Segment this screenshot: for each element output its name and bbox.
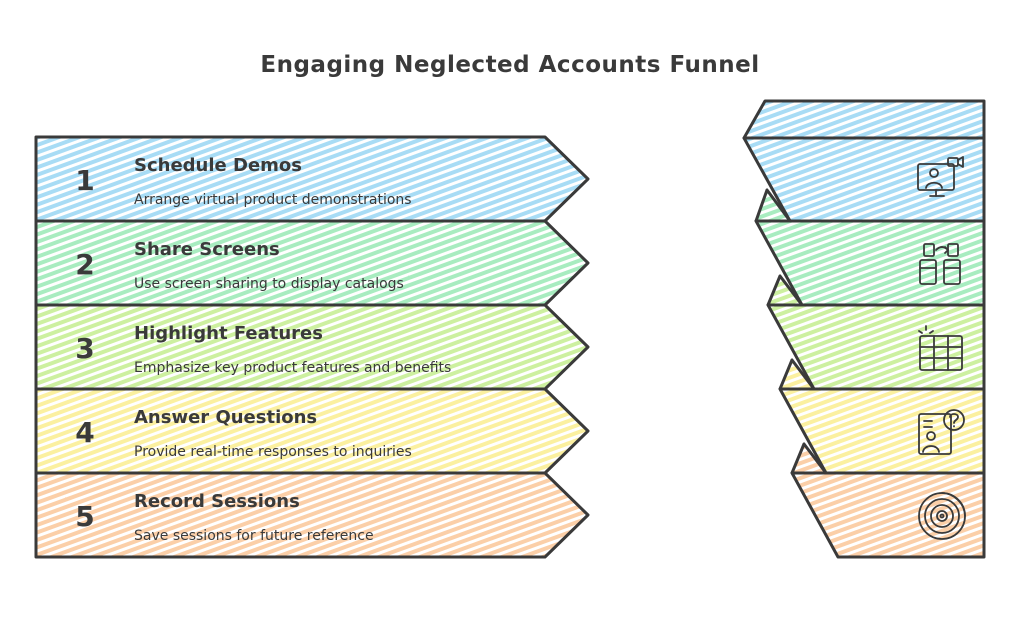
step-3-arrow: 3 Highlight Features Emphasize key produ… (34, 303, 590, 391)
step-1-description: Arrange virtual product demonstrations (134, 192, 412, 208)
funnel-side-view (742, 99, 986, 559)
step-1-fill (36, 137, 588, 221)
step-1-arrow: 1 Schedule Demos Arrange virtual product… (34, 135, 590, 223)
funnel-band-5 (792, 473, 984, 557)
funnel-band-1 (744, 138, 984, 221)
step-4-description: Provide real-time responses to inquiries (134, 444, 412, 460)
funnel-lid (744, 101, 984, 138)
step-2-description: Use screen sharing to display catalogs (134, 276, 404, 292)
step-2-fill (36, 221, 588, 305)
step-3-fill (36, 305, 588, 389)
step-1-number: 1 (75, 164, 94, 197)
step-3-heading: Highlight Features (134, 323, 323, 344)
funnel-band-4 (780, 389, 984, 473)
step-4-arrow: 4 Answer Questions Provide real-time res… (34, 387, 590, 475)
step-5-heading: Record Sessions (134, 491, 300, 512)
step-4-fill (36, 389, 588, 473)
step-3-number: 3 (75, 332, 94, 365)
step-5-arrow: 5 Record Sessions Save sessions for futu… (34, 471, 590, 559)
user-question-icon (918, 409, 965, 455)
record-disc-icon (918, 492, 966, 540)
step-2-number: 2 (75, 248, 94, 281)
step-2-heading: Share Screens (134, 239, 280, 260)
step-1-heading: Schedule Demos (134, 155, 302, 176)
step-4-number: 4 (75, 416, 94, 449)
diagram-title: Engaging Neglected Accounts Funnel (260, 52, 760, 78)
step-5-number: 5 (75, 500, 94, 533)
video-presentation-icon (917, 156, 964, 197)
funnel-band-3 (768, 305, 984, 389)
highlight-grid-icon (918, 325, 963, 371)
step-4-heading: Answer Questions (134, 407, 317, 428)
step-5-description: Save sessions for future reference (134, 528, 374, 544)
step-3-description: Emphasize key product features and benef… (134, 360, 451, 376)
step-2-arrow: 2 Share Screens Use screen sharing to di… (34, 219, 590, 307)
step-5-fill (36, 473, 588, 557)
screen-share-devices-icon (919, 243, 961, 285)
